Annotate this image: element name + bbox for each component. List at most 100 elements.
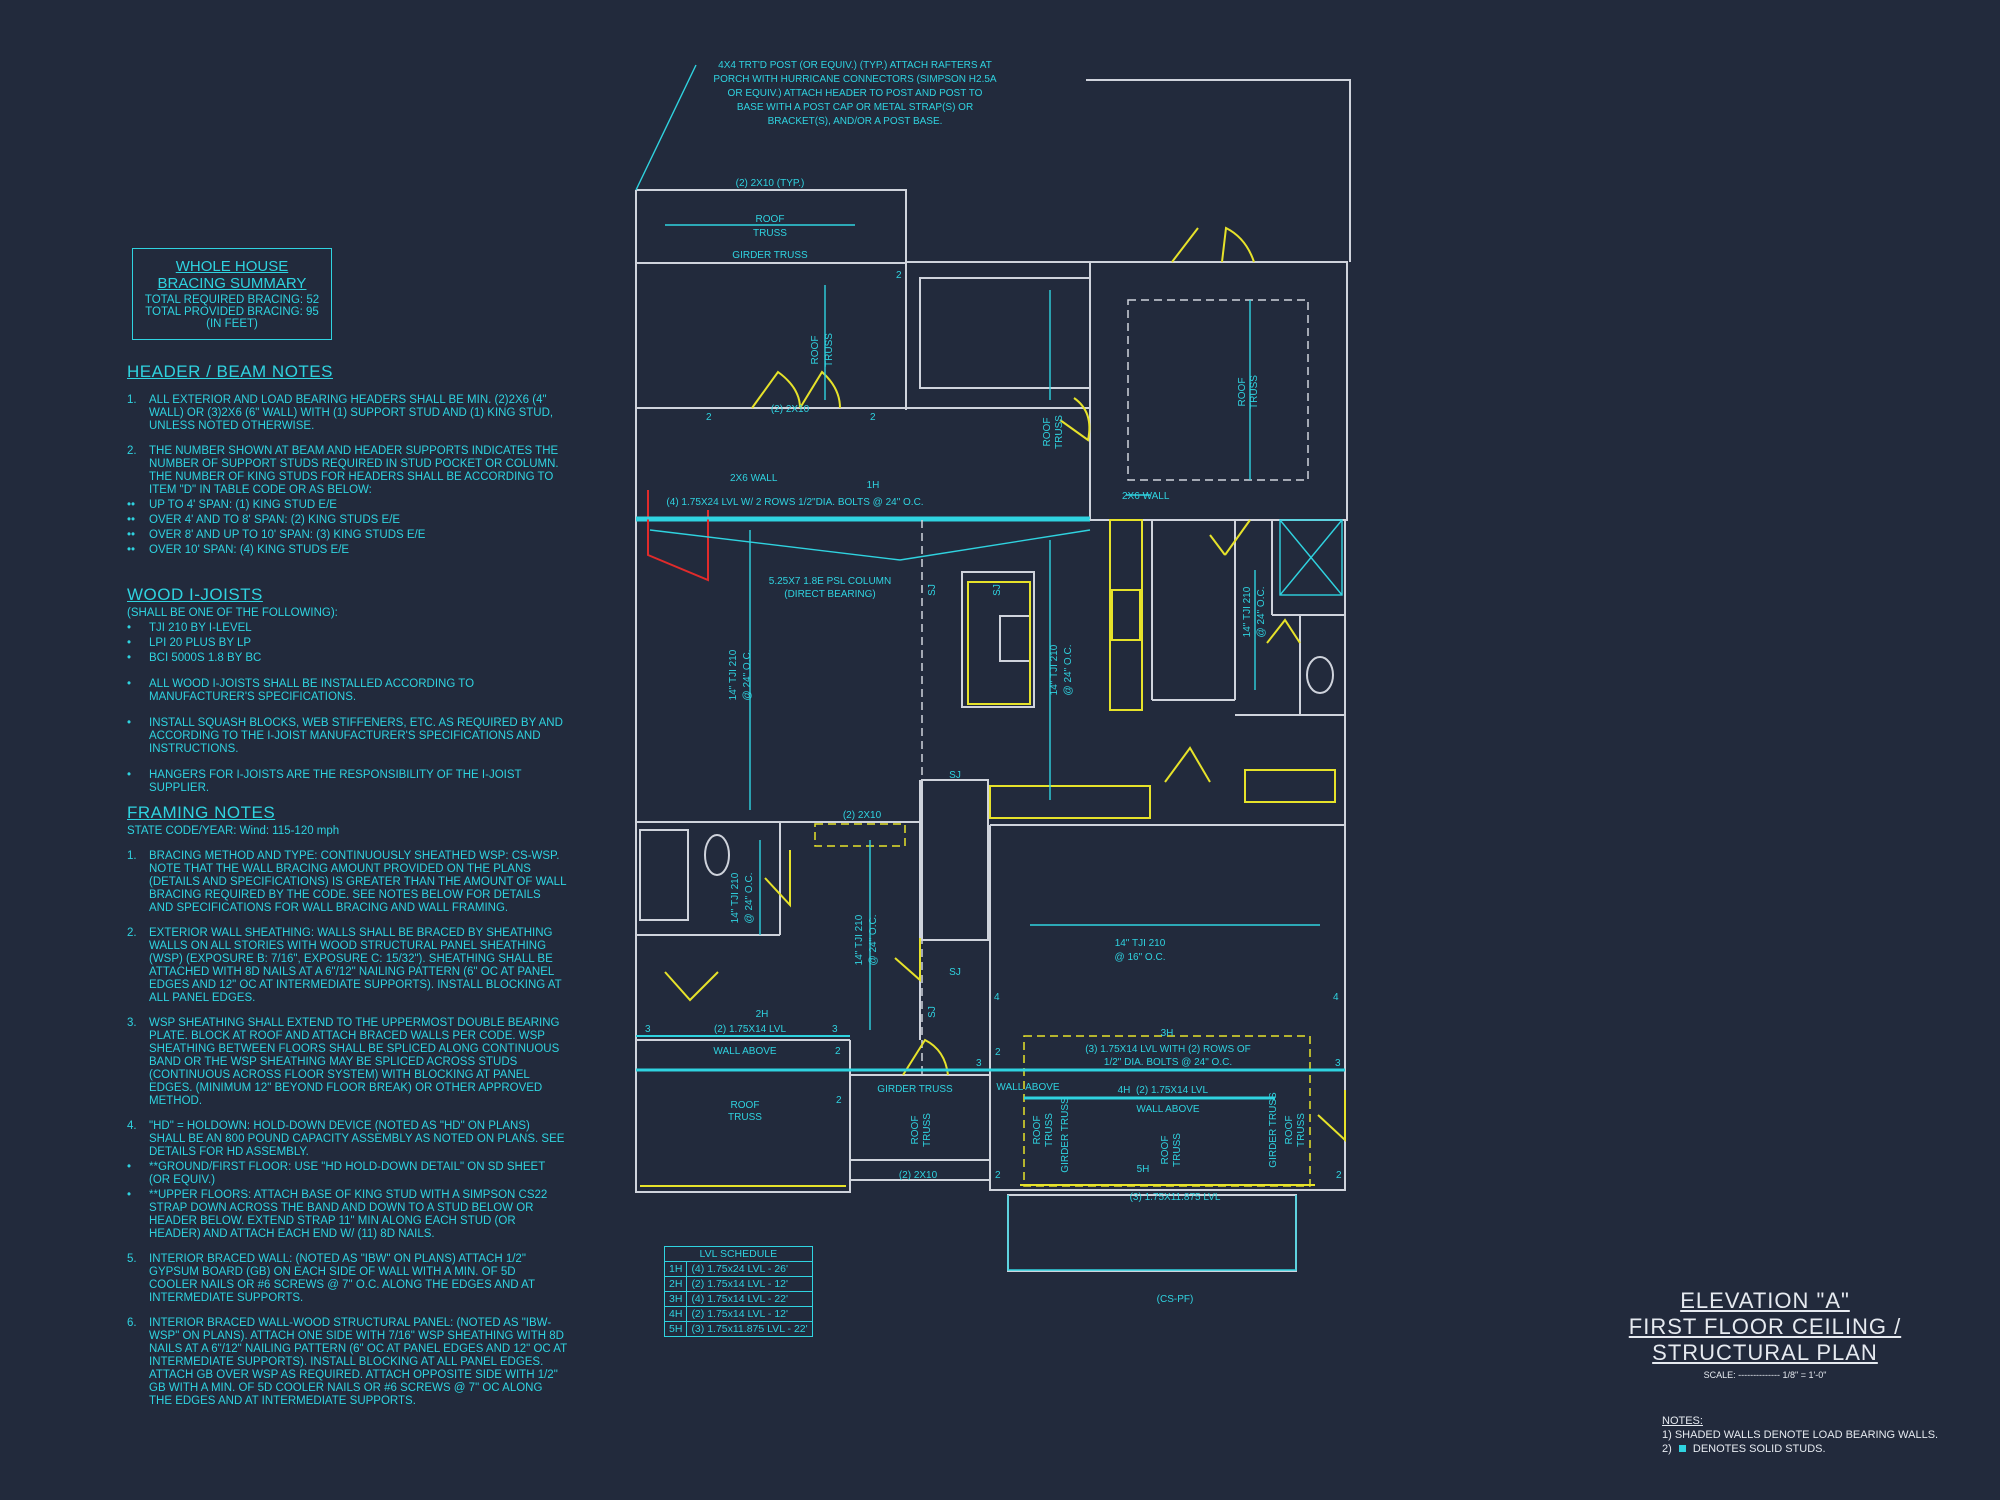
column-label: 5.25x7 1.8E PSL COLUMN xyxy=(769,576,891,587)
header-bullet: ••OVER 10' SPAN: (4) KING STUDS E/E xyxy=(127,544,350,556)
roof-label: ROOF xyxy=(910,1116,921,1145)
joist-label: @ 24" O.C. xyxy=(1063,645,1074,696)
beam-label: (2) 1.75x14 LVL xyxy=(1136,1085,1209,1096)
wall-above-label: WALL ABOVE xyxy=(713,1046,777,1057)
framing-notes: FRAMING NOTES STATE CODE/YEAR: Wind: 115… xyxy=(127,803,567,1408)
door-swing xyxy=(1266,618,1301,644)
truss-label: TRUSS xyxy=(824,333,835,367)
beam-label: (3) 1.75x14 LVL WITH (2) ROWS OF xyxy=(1085,1044,1251,1055)
table-row: 4H(2) 1.75x14 LVL - 12' xyxy=(663,1306,813,1322)
header-label: (2) 2x10 xyxy=(843,810,882,821)
sj-label: SJ xyxy=(949,967,961,978)
header-label: (2) 2x10 xyxy=(771,404,810,415)
beam-tag: 5H xyxy=(1137,1164,1150,1175)
beam-label: (4) 1.75x24 LVL W/ 2 ROWS 1/2"DIA. BOLTS… xyxy=(666,497,923,508)
roof-label: ROOF xyxy=(731,1100,760,1111)
stud-count: 3 xyxy=(1335,1058,1341,1069)
porch-front xyxy=(1007,1194,1297,1272)
tray-ceiling xyxy=(1127,299,1309,481)
toilet xyxy=(704,834,730,876)
table-row: 5H(3) 1.75x11.875 LVL - 22' xyxy=(663,1321,813,1337)
truss-label: TRUSS xyxy=(753,228,787,239)
header-note-1: 1. ALL EXTERIOR AND LOAD BEARING HEADERS… xyxy=(127,394,554,432)
roof-label: ROOF xyxy=(810,336,821,365)
post-note: 4x4 TRT'D POST (OR EQUIV.) (TYP.) ATTACH… xyxy=(718,60,992,71)
framing-note-1: 1.BRACING METHOD AND TYPE: CONTINUOUSLY … xyxy=(127,850,567,914)
bracing-required: TOTAL REQUIRED BRACING: 52 xyxy=(144,294,320,306)
door-swing xyxy=(764,850,791,908)
joist-option: •BCI 5000s 1.8 BY BC xyxy=(127,652,262,664)
lvl-schedule-title: LVL SCHEDULE xyxy=(664,1246,813,1262)
stairs xyxy=(921,779,989,941)
girder-truss-label: GIRDER TRUSS xyxy=(1268,1092,1279,1168)
scale-label: SCALE: -------------- 1/8" = 1'-0" xyxy=(1703,1370,1827,1380)
cabinet xyxy=(1244,769,1336,803)
sj-label: SJ xyxy=(927,1006,938,1018)
roof-label: ROOF xyxy=(1032,1116,1043,1145)
joist-arrow xyxy=(649,529,901,561)
sj-label: SJ xyxy=(949,770,961,781)
joist-label: 14" TJI 210 xyxy=(1049,644,1060,695)
beam-tag: 3H xyxy=(1161,1028,1174,1039)
lvl-schedule: LVL SCHEDULE 1H(4) 1.75x24 LVL - 26' 2H(… xyxy=(663,1246,813,1337)
roof-label: ROOF xyxy=(1284,1116,1295,1145)
stud-count: 2 xyxy=(896,270,902,281)
room xyxy=(919,277,1091,389)
wall-label: 2x6 WALL xyxy=(730,473,778,484)
column-label: (DIRECT BEARING) xyxy=(784,589,876,600)
truss-label: TRUSS xyxy=(922,1113,933,1147)
wood-joist-heading: WOOD I-JOISTS xyxy=(127,585,263,604)
bracing-summary-box: WHOLE HOUSE BRACING SUMMARY TOTAL REQUIR… xyxy=(132,248,332,340)
shower xyxy=(1279,519,1343,596)
joist-label: 14" TJI 210 xyxy=(854,914,865,965)
wall-above-label: WALL ABOVE xyxy=(1136,1104,1200,1115)
note-1: 1) SHADED WALLS DENOTE LOAD BEARING WALL… xyxy=(1662,1429,1939,1441)
wall-above-label: WALL ABOVE xyxy=(996,1082,1060,1093)
joist-label: 14" TJI 210 xyxy=(1242,586,1253,637)
door-swing xyxy=(1171,226,1255,263)
header-bullet: ••UP TO 4' SPAN: (1) KING STUD E/E xyxy=(127,499,337,511)
framing-heading: FRAMING NOTES xyxy=(127,803,276,822)
girder-truss-label: GIRDER TRUSS xyxy=(1060,1097,1071,1173)
beam-tag: 4H xyxy=(1118,1085,1131,1096)
girder-truss-label: GIRDER TRUSS xyxy=(877,1084,953,1095)
door-swing xyxy=(894,938,921,983)
range xyxy=(1111,589,1141,641)
stud-count: 2 xyxy=(870,412,876,423)
stud-count: 2 xyxy=(995,1047,1001,1058)
truss-label: TRUSS xyxy=(1054,415,1065,449)
joist-label: 14" TJI 210 xyxy=(730,872,741,923)
joist-label: @ 24" O.C. xyxy=(744,873,755,924)
truss-label: TRUSS xyxy=(728,1112,762,1123)
joist-note: •INSTALL SQUASH BLOCKS, WEB STIFFENERS, … xyxy=(127,717,563,755)
beam-label: (3) 1.75x11.875 LVL xyxy=(1130,1192,1221,1203)
hd-bullet: •**UPPER FLOORS: ATTACH BASE OF KING STU… xyxy=(127,1189,548,1240)
joist-option: •LPI 20 PLUS BY LP xyxy=(127,637,252,649)
title-line-3: STRUCTURAL PLAN xyxy=(1652,1340,1878,1365)
bracing-provided: TOTAL PROVIDED BRACING: 95 xyxy=(145,306,319,318)
stud-count: 2 xyxy=(995,1170,1001,1181)
joist-label: @ 24" O.C. xyxy=(868,915,879,966)
joist-label: @ 16" O.C. xyxy=(1115,952,1166,963)
truss-label: TRUSS xyxy=(1044,1113,1055,1147)
stud-count: 2 xyxy=(836,1095,842,1106)
door-swing xyxy=(751,370,841,409)
joist-option: •TJI 210 BY I-LEVEL xyxy=(127,622,252,634)
header-beam-heading: HEADER / BEAM NOTES xyxy=(127,362,333,381)
truss-label: TRUSS xyxy=(1249,375,1260,409)
sink xyxy=(999,615,1031,662)
header-red xyxy=(647,490,709,582)
framing-note-2: 2.EXTERIOR WALL SHEATHING: WALLS SHALL B… xyxy=(127,927,562,1004)
lvl-zone xyxy=(814,823,906,847)
cabinet xyxy=(1109,519,1143,711)
joist-label: @ 24" O.C. xyxy=(742,650,753,701)
bathtub xyxy=(639,829,689,921)
sj-label: SJ xyxy=(927,584,938,596)
header-label: (2) 2x10 xyxy=(899,1170,938,1181)
notes-block: NOTES: 1) SHADED WALLS DENOTE LOAD BEARI… xyxy=(1662,1414,1992,1456)
framing-note-3: 3.WSP SHEATHING SHALL EXTEND TO THE UPPE… xyxy=(127,1017,560,1107)
wood-joist-sub: (SHALL BE ONE OF THE FOLLOWING): xyxy=(127,607,338,619)
cabinet xyxy=(989,785,1151,819)
solid-stud-icon xyxy=(1678,1445,1686,1452)
